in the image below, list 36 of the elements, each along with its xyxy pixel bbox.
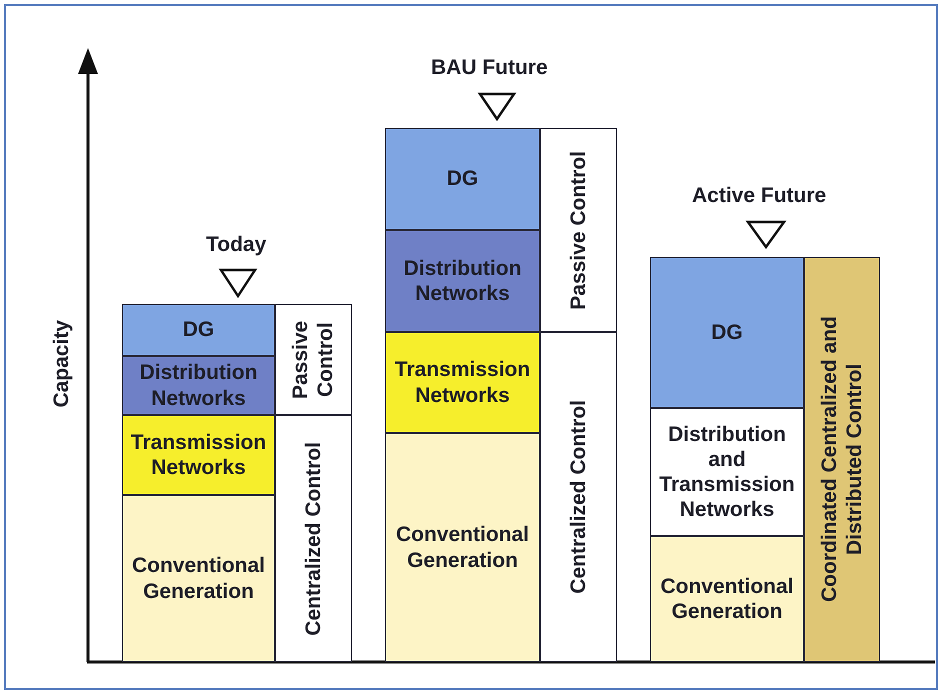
control-band <box>804 257 880 662</box>
distribution-block <box>385 230 540 332</box>
block-label: Distribution Networks <box>402 256 522 306</box>
block-label: Centralized Control <box>300 442 326 636</box>
dg-block <box>650 257 804 408</box>
transmission-block <box>385 332 540 433</box>
block-label: Passive Control <box>288 319 338 401</box>
dg-block <box>122 304 275 356</box>
control-band <box>540 332 617 662</box>
axis-label: Capacity <box>50 320 74 408</box>
control-band <box>540 128 617 332</box>
generation-block <box>385 433 540 662</box>
block-label: Transmission Networks <box>394 357 532 408</box>
column-heading: Today <box>206 233 266 257</box>
block-label: Conventional Generation <box>394 522 530 573</box>
generation-block <box>122 495 275 662</box>
column-heading: Active Future <box>692 184 826 208</box>
block-label: Passive Control <box>566 150 591 310</box>
block-label: Conventional Generation <box>130 553 266 604</box>
dg-block <box>385 128 540 230</box>
block-label: Distribution Networks <box>138 360 258 411</box>
network-block <box>650 408 804 536</box>
generation-block <box>650 536 804 662</box>
control-band <box>275 304 352 415</box>
block-label: DG <box>711 320 743 346</box>
control-band <box>275 415 352 662</box>
block-label: Conventional Generation <box>659 574 794 624</box>
transmission-block <box>122 415 275 495</box>
block-label: Coordinated Centralized and Distributed Control <box>816 316 867 604</box>
distribution-block <box>122 356 275 415</box>
block-label: Centralized Control <box>566 400 591 594</box>
block-label: DG <box>446 166 478 192</box>
block-label: DG <box>182 317 214 343</box>
block-label: Transmission Networks <box>130 430 268 480</box>
column-heading: BAU Future <box>431 56 548 80</box>
block-label: Distribution and Transmission Networks <box>658 422 796 522</box>
